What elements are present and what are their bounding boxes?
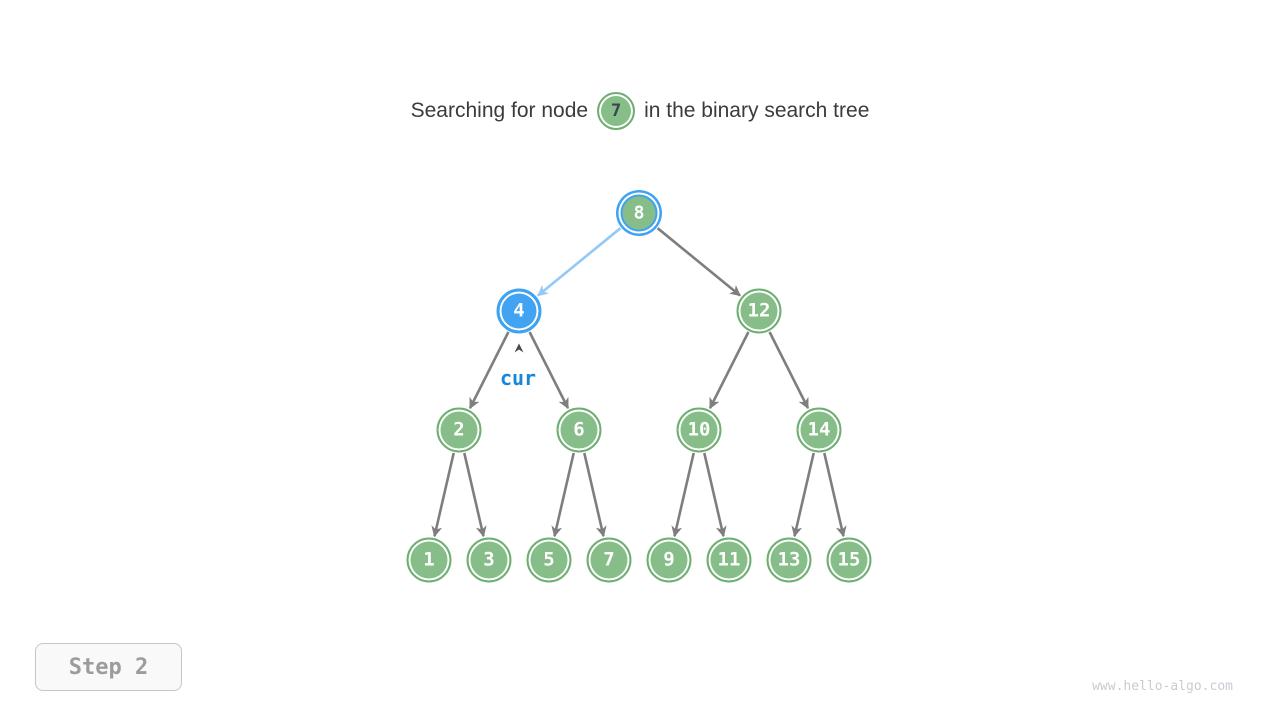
tree-node-10: 10 [676, 407, 722, 453]
tree-edge-14-13 [791, 452, 815, 538]
diagram-title: Searching for node 7 in the binary searc… [0, 92, 1280, 130]
tree-edge-10-9 [671, 452, 695, 538]
tree-edge-12-14 [768, 331, 810, 410]
tree-node-6: 6 [556, 407, 602, 453]
tree-node-2: 2 [436, 407, 482, 453]
tree-node-5: 5 [526, 537, 572, 583]
tree-node-13: 13 [766, 537, 812, 583]
tree-node-11: 11 [706, 537, 752, 583]
tree-edge-4-6 [528, 331, 570, 410]
tree-node-15: 15 [826, 537, 872, 583]
tree-edge-4-2 [468, 331, 510, 410]
title-suffix-text: in the binary search tree [644, 99, 870, 122]
cur-pointer-caret-icon [514, 343, 524, 353]
tree-edge-8-12 [656, 227, 741, 297]
step-indicator-label: Step 2 [68, 654, 149, 680]
tree-edge-2-3 [463, 452, 487, 538]
cur-pointer-label: cur [499, 365, 537, 390]
tree-edge-2-1 [431, 452, 455, 538]
tree-edge-14-15 [823, 452, 847, 538]
tree-node-9: 9 [646, 537, 692, 583]
tree-node-14: 14 [796, 407, 842, 453]
tree-edge-12-10 [708, 331, 750, 410]
tree-node-12: 12 [736, 288, 782, 334]
tree-edge-6-7 [583, 452, 607, 538]
tree-node-3: 3 [466, 537, 512, 583]
step-indicator: Step 2 [35, 643, 182, 691]
title-target-node: 7 [597, 92, 636, 130]
title-prefix-text: Searching for node [410, 99, 589, 122]
tree-node-1: 1 [406, 537, 452, 583]
tree-node-8: 8 [620, 194, 658, 232]
tree-node-7: 7 [586, 537, 632, 583]
tree-edge-10-11 [703, 452, 727, 538]
tree-node-4: 4 [496, 288, 542, 334]
tree-edge-6-5 [551, 452, 575, 538]
tree-edge-8-4 [537, 227, 622, 297]
watermark-text: www.hello-algo.com [1092, 679, 1233, 694]
